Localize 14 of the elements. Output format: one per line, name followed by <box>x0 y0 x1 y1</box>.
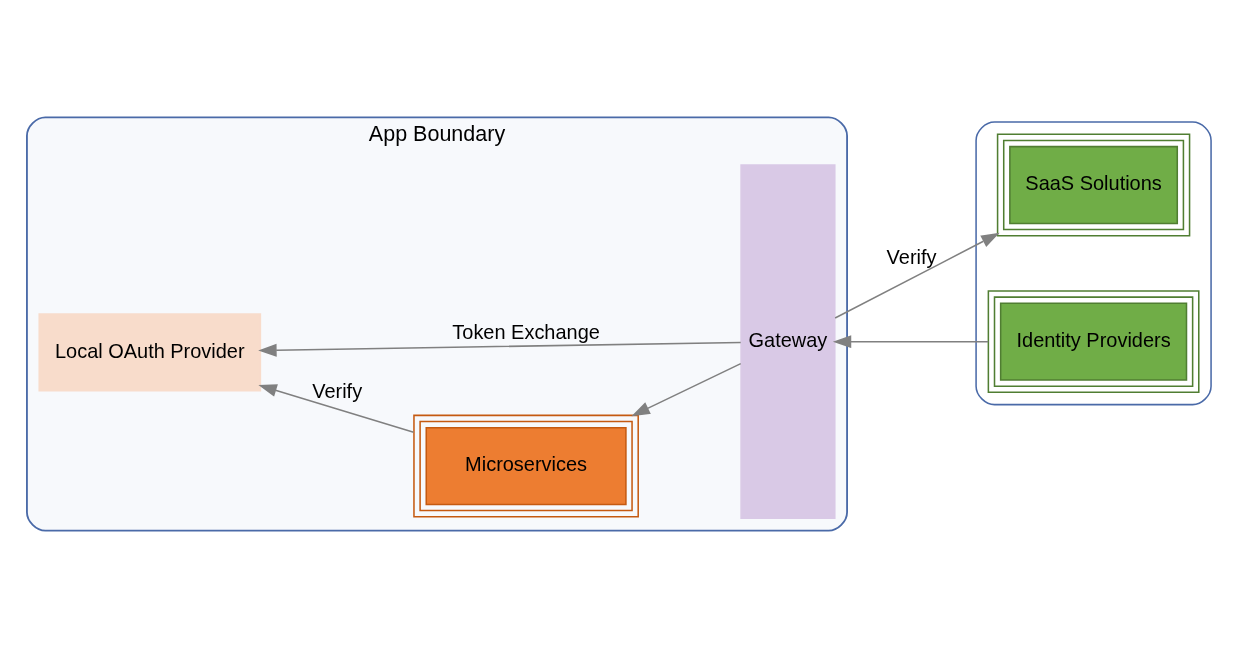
arrow <box>832 334 990 348</box>
arrow <box>834 232 1000 319</box>
arrow <box>631 362 742 416</box>
edge-label: Token Exchange <box>452 320 600 343</box>
edge-label: Verify <box>886 245 937 268</box>
node-box: Gateway <box>740 163 836 519</box>
node-box: Identity Providers <box>987 289 1200 393</box>
node-box: Local OAuth Provider <box>38 312 262 392</box>
cluster <box>975 120 1212 405</box>
arrow <box>258 341 742 357</box>
arrow <box>258 383 415 433</box>
edge-label: Verify <box>312 379 363 402</box>
node-box: Microservices <box>413 414 639 517</box>
node-box: SaaS Solutions <box>996 133 1191 236</box>
